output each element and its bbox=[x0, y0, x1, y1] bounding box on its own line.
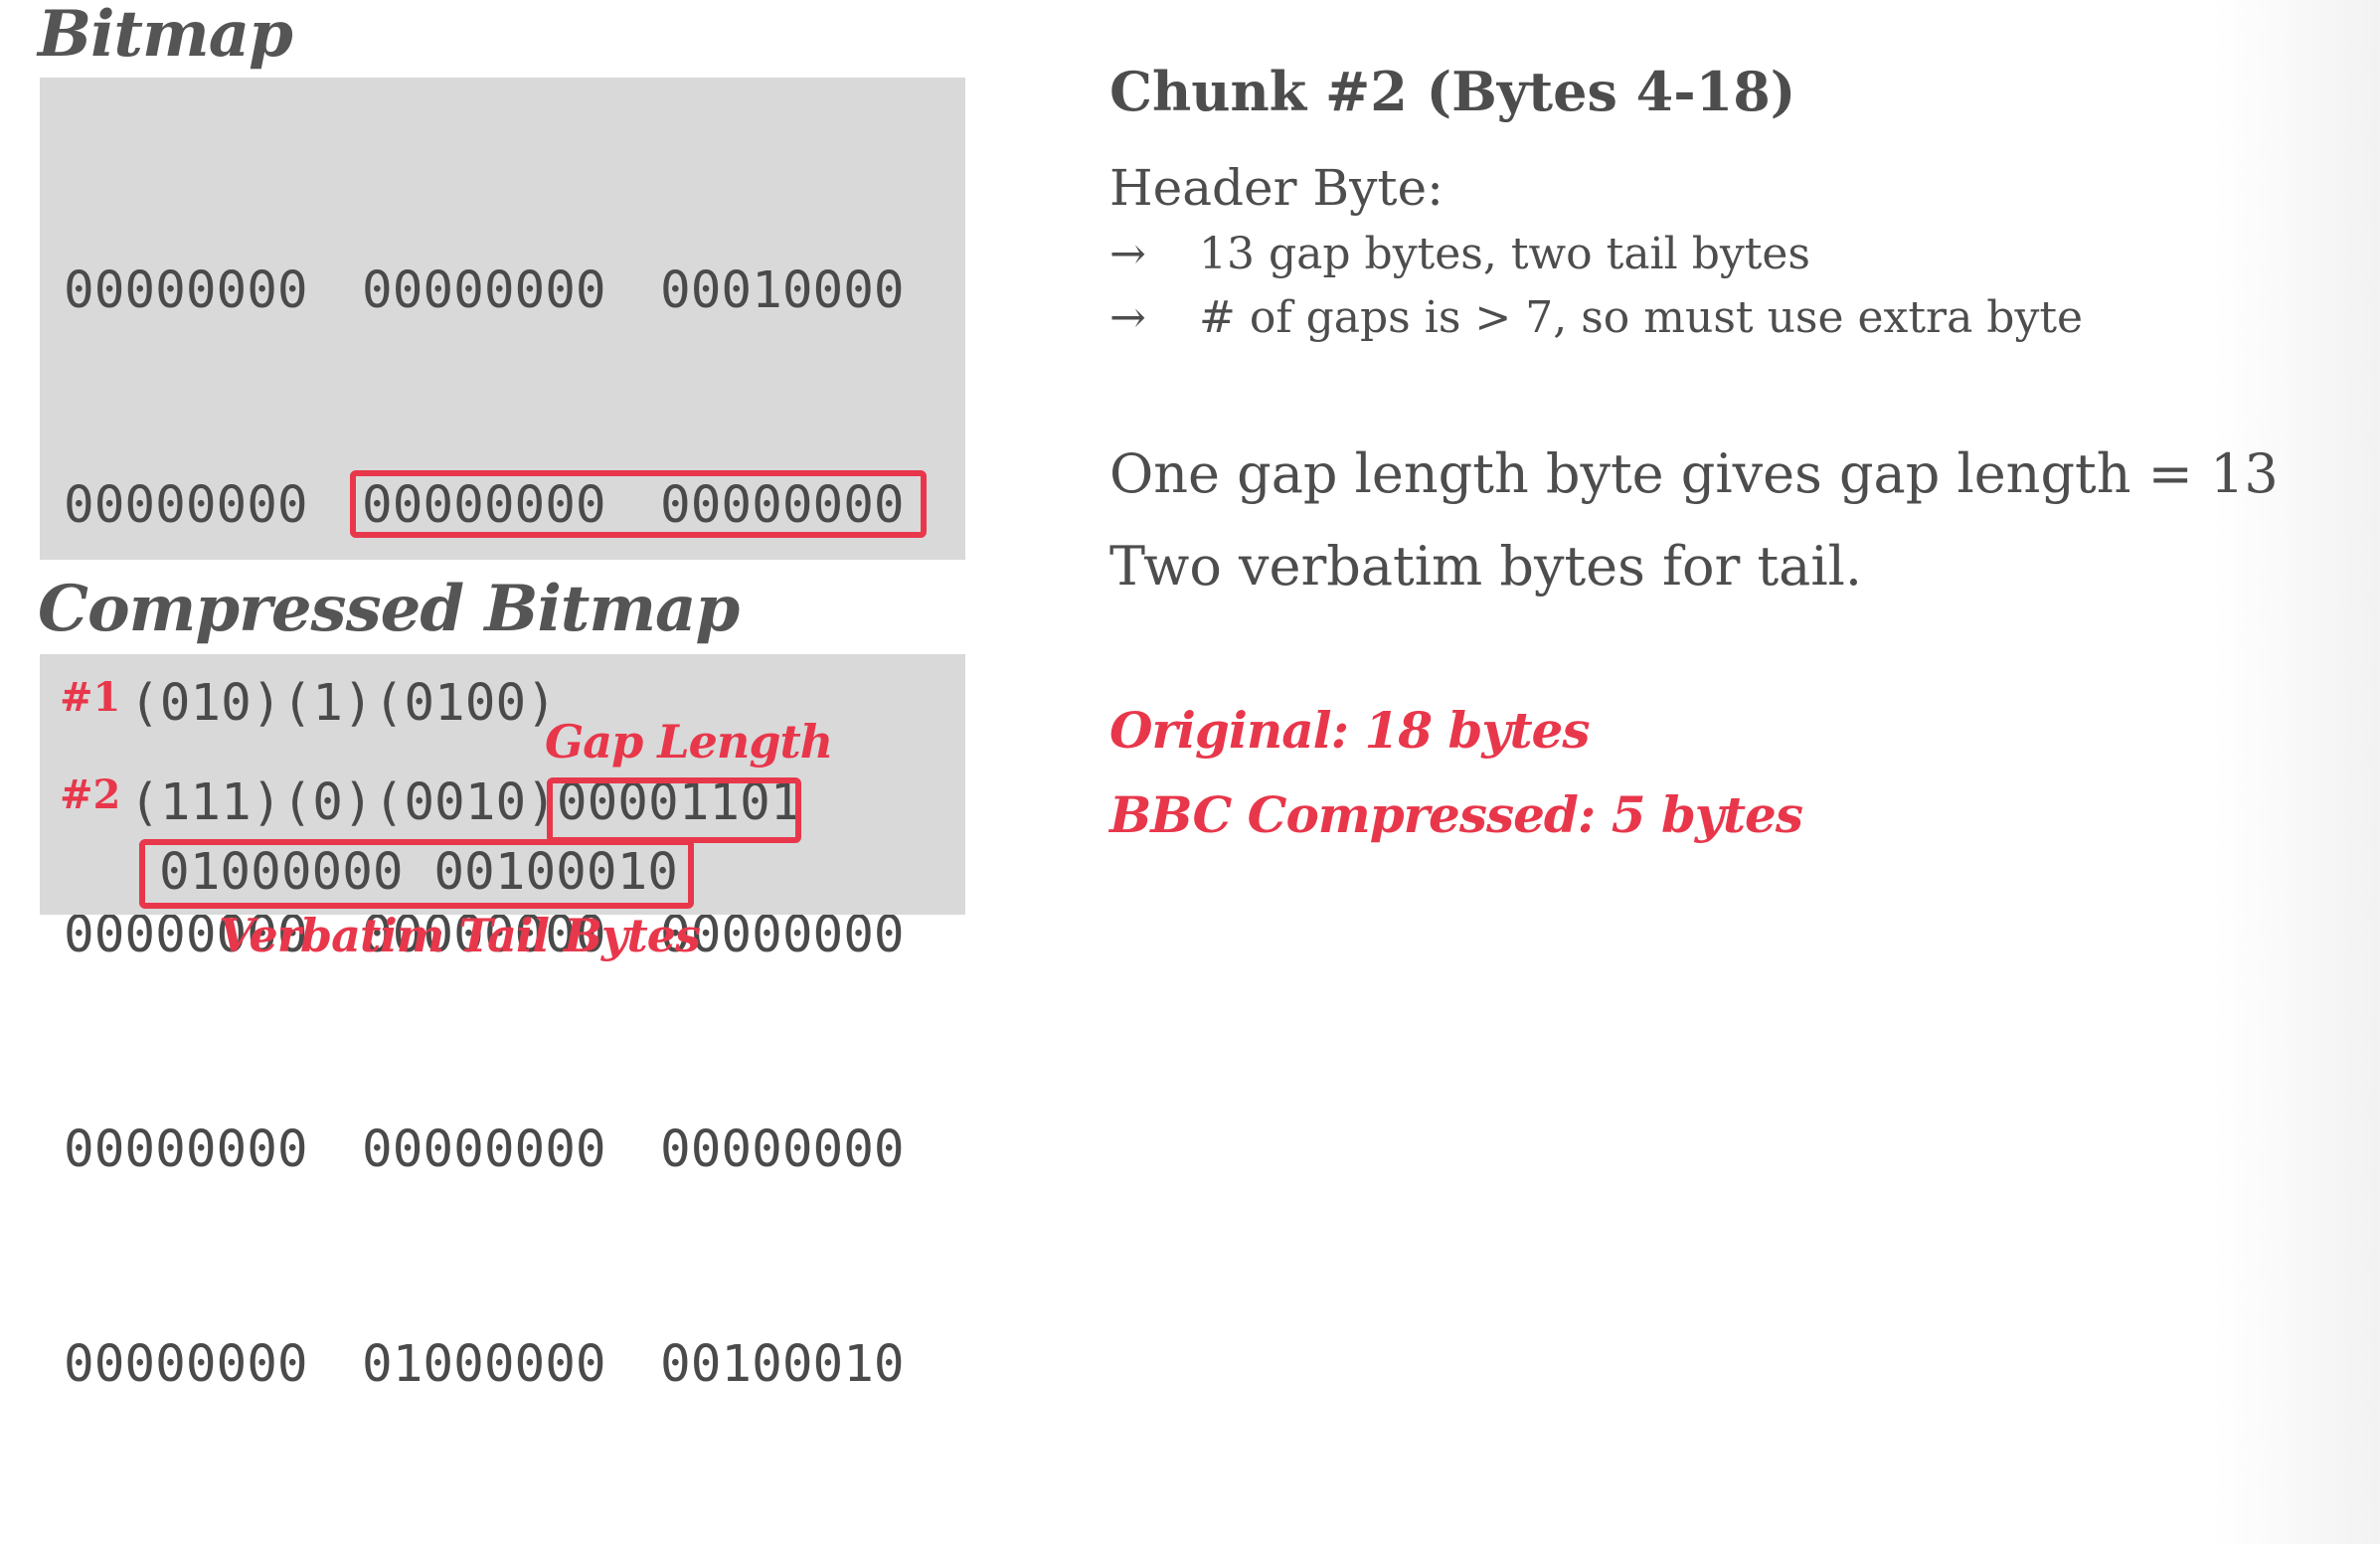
explanation-heading: Chunk #2 (Bytes 4-18) bbox=[1109, 60, 1796, 123]
chunk2-label: #2 bbox=[60, 772, 121, 818]
bitmap-row: 00000000 00000000 00000000 bbox=[64, 470, 958, 542]
gap-length-explanation: One gap length byte gives gap length = 1… bbox=[1109, 442, 2279, 505]
slide: Bitmap 00000000 00000000 00010000 000000… bbox=[38, 0, 2279, 1394]
header-byte-label: Header Byte: bbox=[1109, 159, 1444, 217]
bitmap-byte: 00000000 bbox=[660, 476, 905, 535]
bitmap-byte: 00100010 bbox=[660, 1335, 905, 1394]
chunk1-encoding: (010)(1)(0100) bbox=[129, 674, 557, 733]
bullet-item: → 13 gap bytes, two tail bytes bbox=[1109, 229, 1810, 279]
bitmap-row: 00000000 00000000 00000000 bbox=[64, 1115, 958, 1186]
bullet-item: → # of gaps is > 7, so must use extra byt… bbox=[1109, 292, 2083, 343]
bitmap-byte: 00000000 bbox=[64, 261, 308, 320]
bitmap-panel: 00000000 00000000 00010000 00000000 0000… bbox=[40, 78, 965, 1394]
bitmap-byte: 00000000 bbox=[660, 1120, 905, 1179]
bitmap-byte: 00000000 bbox=[64, 906, 308, 964]
chunk2-header: (111)(0)(0010) bbox=[129, 773, 557, 832]
bitmap-byte: 00010000 bbox=[660, 261, 905, 320]
original-size: Original: 18 bytes bbox=[1109, 701, 1591, 760]
gap-length-annotation: Gap Length bbox=[545, 715, 833, 769]
bullet-text: 13 gap bytes, two tail bytes bbox=[1199, 229, 1811, 279]
bitmap-byte: 00000000 bbox=[362, 261, 606, 320]
gap-length-highlight-box bbox=[547, 777, 801, 843]
verbatim-tail-highlight-box bbox=[139, 839, 694, 909]
bitmap-byte: 00000000 bbox=[64, 476, 308, 535]
bitmap-row: 00000000 00000000 00000000 bbox=[64, 900, 958, 971]
bitmap-row: 00000000 00000000 00010000 bbox=[64, 256, 958, 327]
bitmap-byte: 00000000 bbox=[64, 1120, 308, 1179]
bitmap-byte: 00000000 bbox=[362, 476, 606, 535]
compressed-size: BBC Compressed: 5 bytes bbox=[1109, 785, 1803, 844]
verbatim-tail-annotation: Verbatim Tail Bytes bbox=[219, 909, 701, 962]
bitmap-title: Bitmap bbox=[38, 0, 293, 72]
bitmap-byte: 01000000 bbox=[362, 1335, 606, 1394]
bitmap-byte: 00000000 bbox=[362, 1120, 606, 1179]
chunk1-label: #1 bbox=[60, 674, 121, 721]
bitmap-byte: 00000000 bbox=[64, 1335, 308, 1394]
chunk2-tail-bytes: 01000000 00100010 bbox=[159, 843, 678, 902]
compressed-panel: #1 (010)(1)(0100) #2 (111)(0)(0010)00001… bbox=[40, 654, 965, 915]
bullet-text: # of gaps is > 7, so must use extra byte bbox=[1199, 292, 2084, 343]
bitmap-byte: 00000000 bbox=[362, 906, 606, 964]
arrow-icon: → bbox=[1109, 229, 1146, 279]
arrow-icon: → bbox=[1109, 292, 1146, 343]
bitmap-row: 00000000 01000000 00100010 bbox=[64, 1329, 958, 1401]
compressed-bitmap-title: Compressed Bitmap bbox=[38, 572, 740, 646]
tail-explanation: Two verbatim bytes for tail. bbox=[1109, 535, 1863, 598]
bitmap-byte: 00000000 bbox=[660, 906, 905, 964]
tail-bytes-highlight-box bbox=[350, 470, 927, 538]
